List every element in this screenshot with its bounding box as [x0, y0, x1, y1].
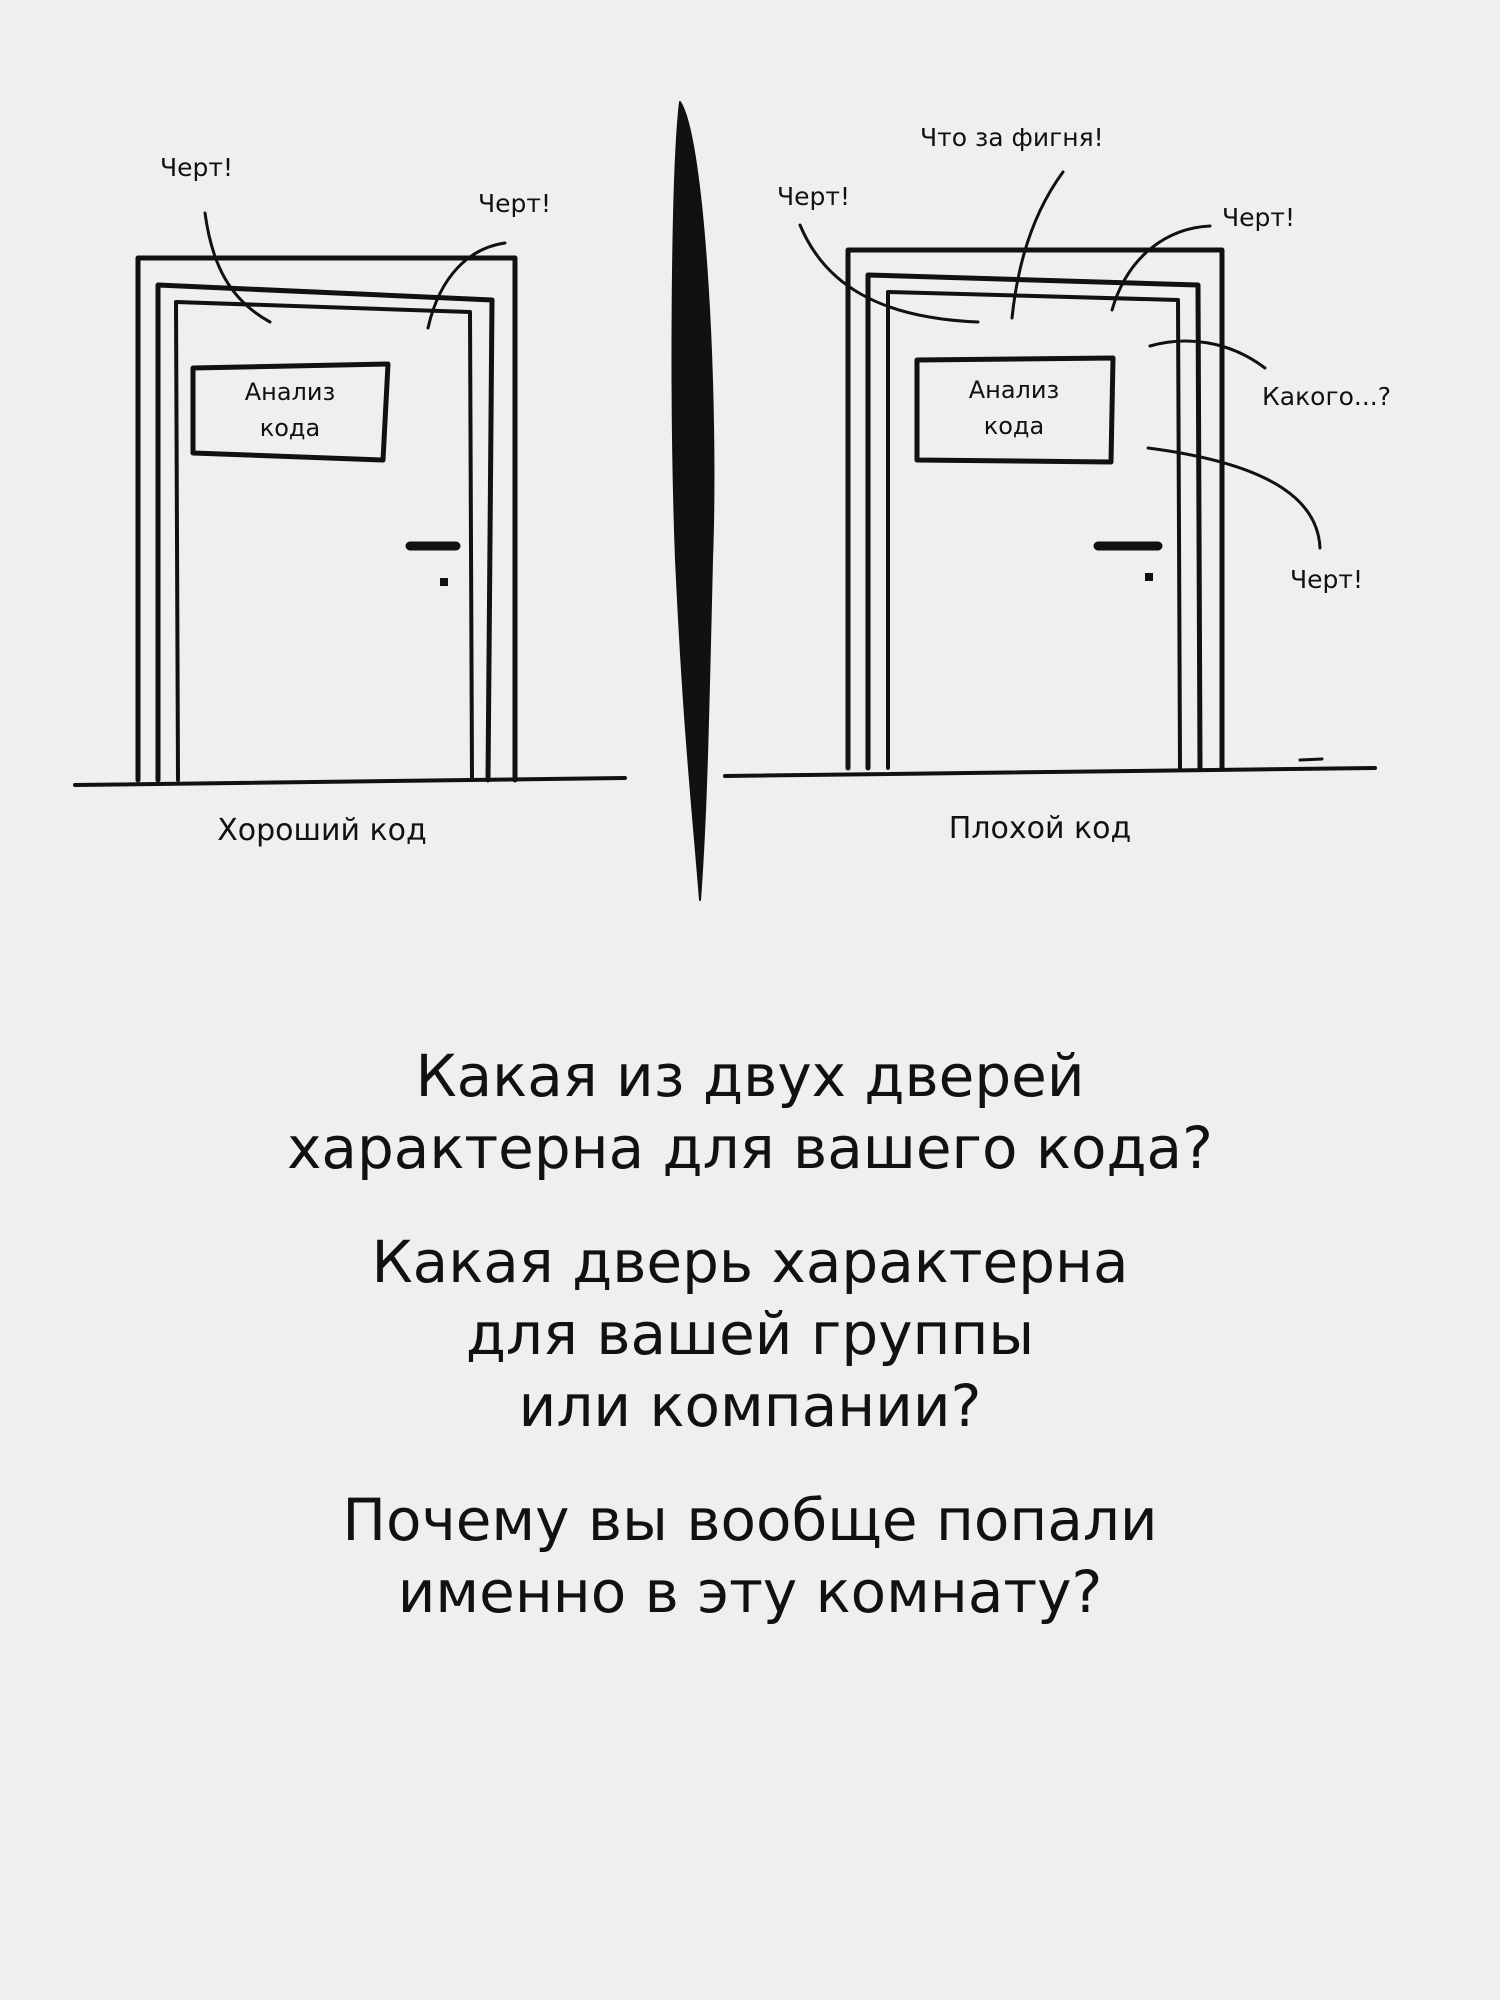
- bad-door-pointer-5: [1146, 446, 1322, 550]
- good-door-pointer-2: [426, 241, 507, 330]
- question-1: Какая из двух дверей характерна для ваше…: [0, 1040, 1500, 1184]
- bad-door-sign-label-2: кода: [984, 412, 1044, 440]
- question-3-line-2: именно в эту комнату?: [397, 1558, 1103, 1626]
- center-divider: [671, 101, 715, 901]
- good-door-pointer-1: [203, 211, 272, 324]
- bad-door-exclamation-4: Какого...?: [1262, 382, 1391, 411]
- good-door-lock: [440, 578, 448, 586]
- question-2-line-3: или компании?: [518, 1372, 982, 1440]
- good-door-sign: [190, 361, 391, 463]
- good-door-caption: Хороший код: [217, 813, 427, 848]
- good-door-exclamation-1: Черт!: [160, 153, 233, 182]
- question-2: Какая дверь характерна для вашей группы …: [0, 1226, 1500, 1442]
- good-door-leaf: [174, 300, 474, 782]
- question-3: Почему вы вообще попали именно в эту ком…: [0, 1484, 1500, 1628]
- bad-door-floor-mark: [1298, 757, 1324, 762]
- bad-door-pointer-3: [1110, 224, 1212, 312]
- good-door-frame-outer: [135, 255, 518, 783]
- bad-door-frame-inner: [865, 272, 1203, 771]
- bad-door-pointer-4: [1148, 339, 1267, 370]
- bad-door-exclamation-1: Что за фигня!: [920, 123, 1104, 152]
- bad-door-exclamation-5: Черт!: [1290, 565, 1363, 594]
- question-1-line-1: Какая из двух дверей: [415, 1042, 1085, 1110]
- good-door-sign-label-1: Анализ: [245, 378, 336, 406]
- doors-illustration: Анализ кода Черт! Черт! Хороший код Анал…: [73, 101, 1391, 901]
- bad-door-leaf: [886, 290, 1182, 770]
- bad-door-sign-label-1: Анализ: [969, 376, 1060, 404]
- question-3-line-1: Почему вы вообще попали: [342, 1486, 1158, 1554]
- good-door-sign-label-2: кода: [260, 414, 320, 442]
- bad-door-pointer-2: [798, 223, 980, 324]
- bad-door-sign: [914, 355, 1116, 465]
- bad-door-caption: Плохой код: [949, 811, 1131, 846]
- good-door-exclamation-2: Черт!: [478, 189, 551, 218]
- good-door-frame-inner: [155, 282, 495, 783]
- question-1-line-2: характерна для вашего кода?: [287, 1114, 1213, 1182]
- bad-door-lock: [1145, 573, 1153, 581]
- bad-door-frame-outer: [845, 247, 1225, 771]
- bad-door-exclamation-2: Черт!: [777, 182, 850, 211]
- good-door-floor: [73, 776, 627, 787]
- bad-door-exclamation-3: Черт!: [1222, 203, 1295, 232]
- questions-block: Какая из двух дверей характерна для ваше…: [0, 1040, 1500, 1670]
- question-2-line-1: Какая дверь характерна: [371, 1228, 1129, 1296]
- question-2-line-2: для вашей группы: [465, 1300, 1035, 1368]
- bad-door-pointer-1: [1010, 170, 1065, 320]
- bad-door-floor: [723, 766, 1377, 778]
- bad-door: [723, 170, 1377, 778]
- good-door: [73, 211, 627, 787]
